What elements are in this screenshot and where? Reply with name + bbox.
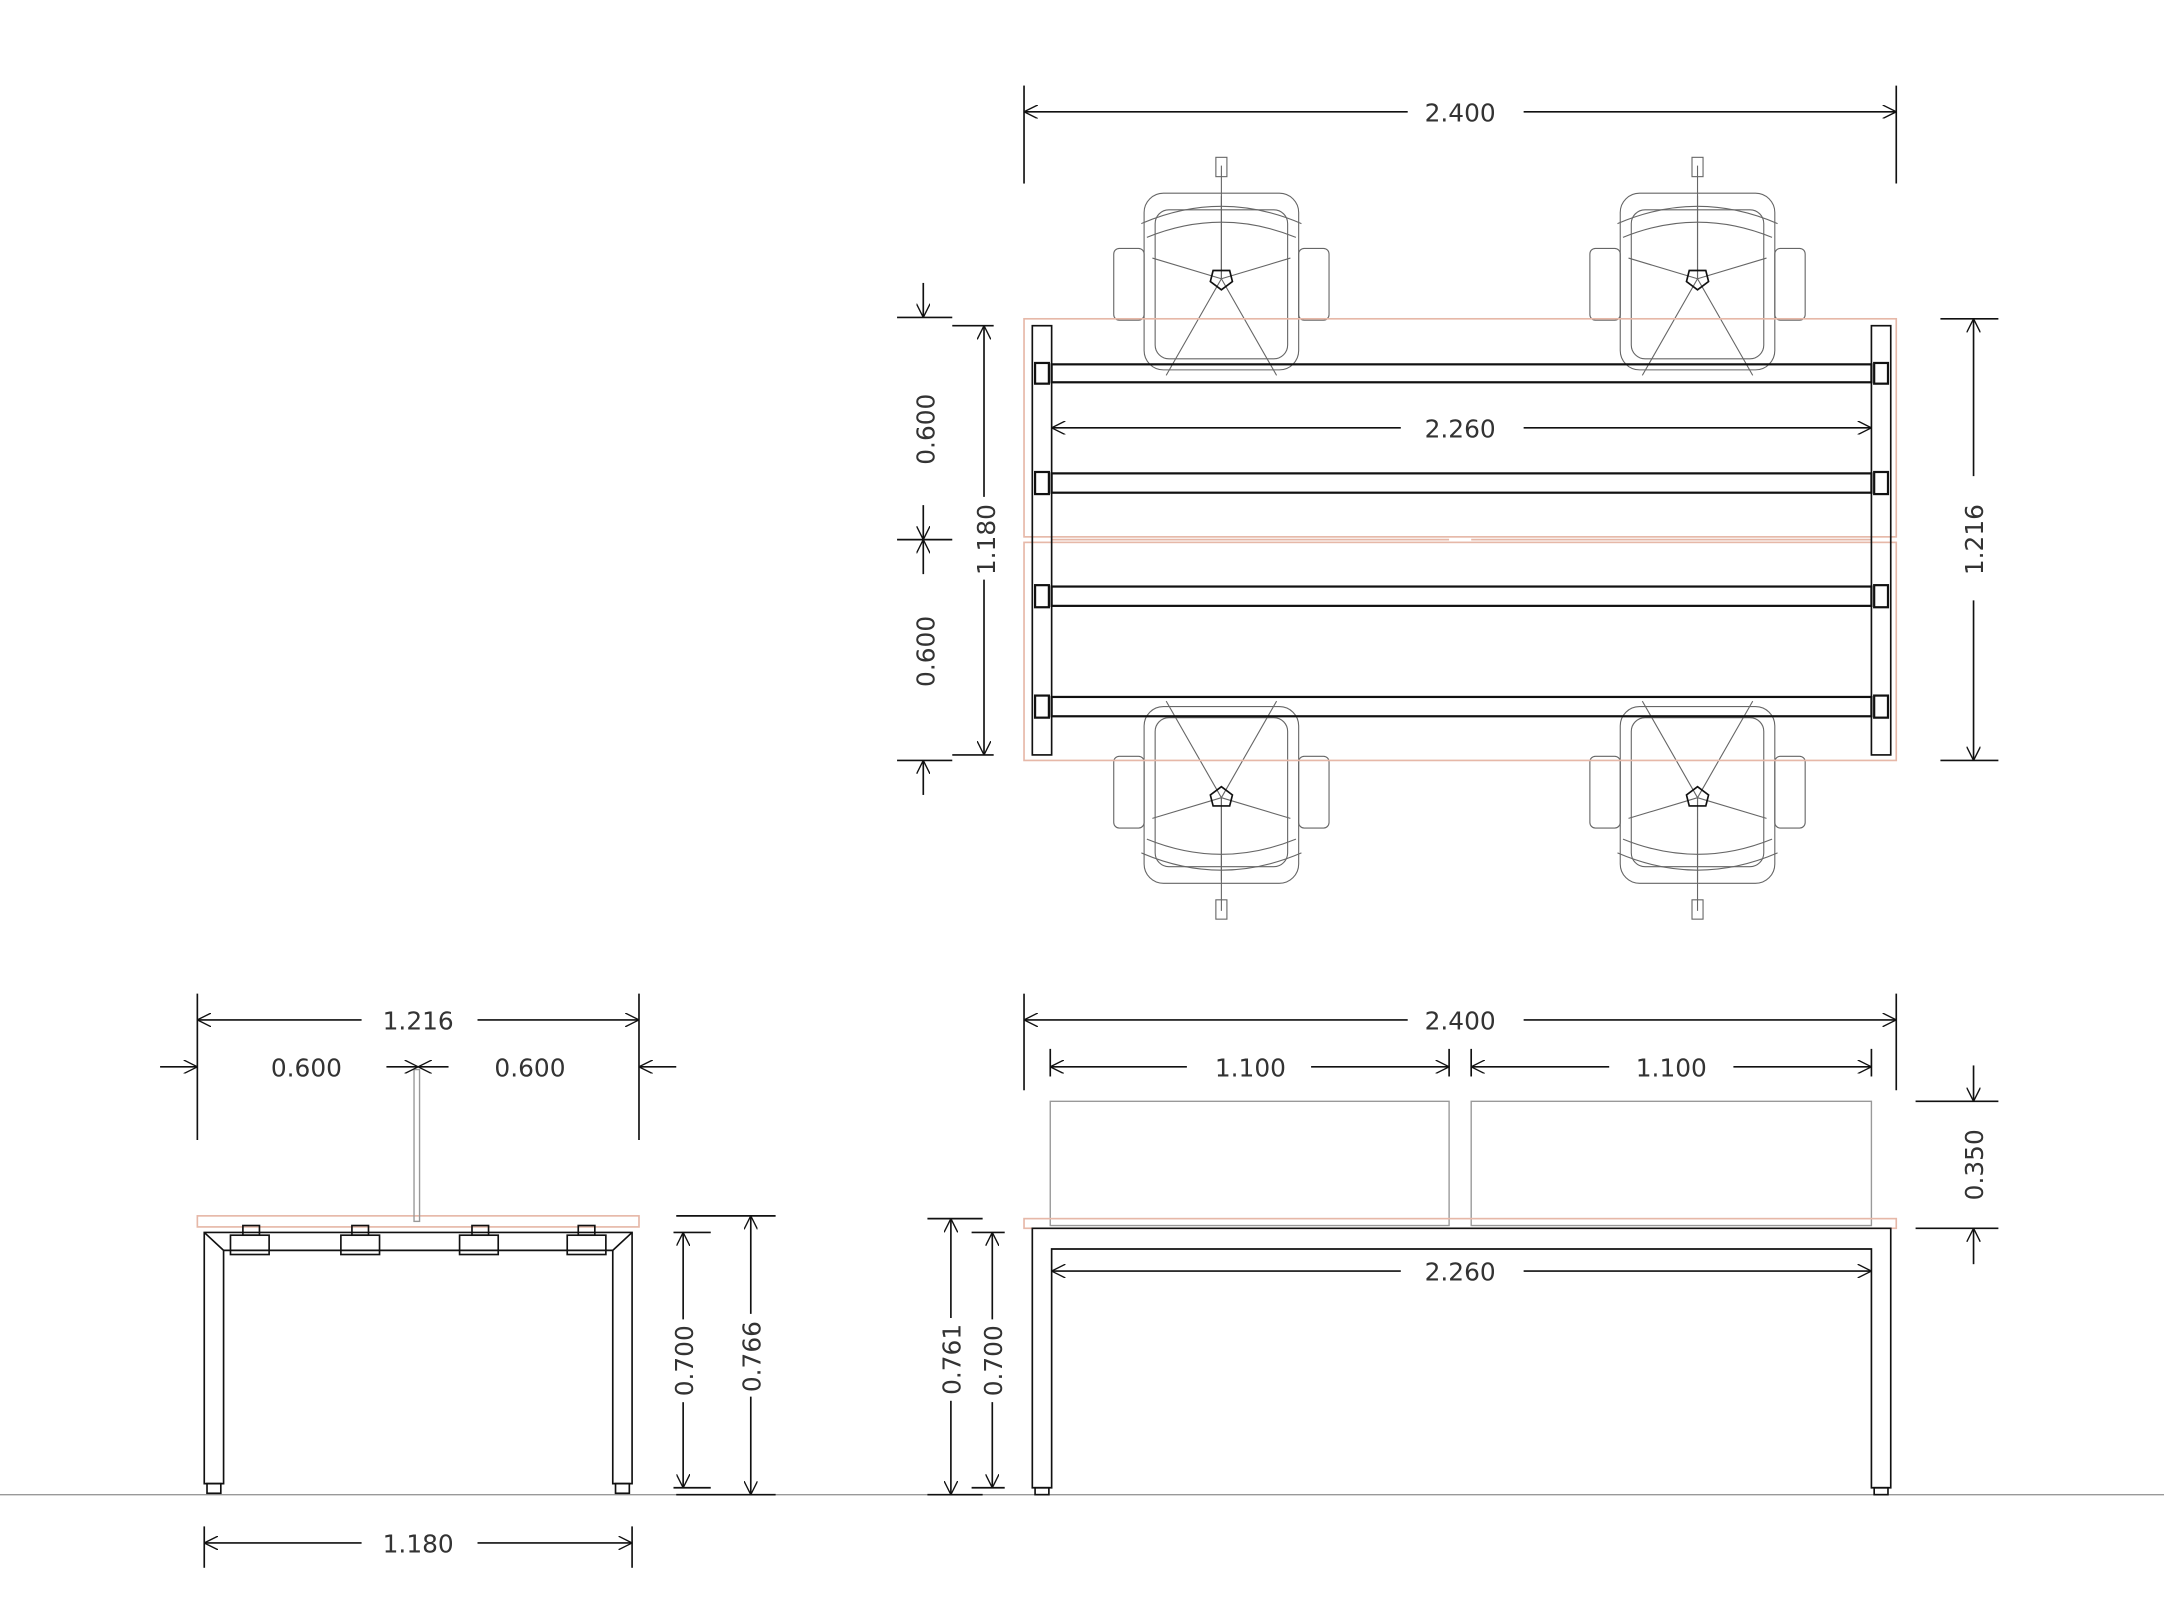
dim-label: 0.350: [1960, 1129, 1989, 1200]
leg-frame-left: [1031, 324, 1053, 756]
dim-label: 0.761: [938, 1324, 967, 1395]
dim-front-heights: 0.761 0.700: [927, 1217, 1008, 1496]
dim-front-screens: 1.100 1.100: [1049, 1048, 1873, 1082]
rails: [1033, 361, 1890, 719]
front-elevation: 2.400 1.100 1.100 0.350 2.260 0.761 0.70…: [927, 993, 1999, 1496]
dim-label: 0.700: [670, 1325, 699, 1396]
screen-left: [1049, 1100, 1450, 1227]
chair-top-left: [1112, 156, 1330, 377]
desktop-outline-bottom: [1023, 541, 1898, 762]
dim-label: 2.400: [1425, 1007, 1496, 1036]
dim-label: 1.216: [1960, 504, 1989, 575]
dim-label: 0.766: [737, 1321, 766, 1392]
desktop-front: [1023, 1217, 1898, 1230]
dim-label: 2.260: [1425, 414, 1496, 443]
chair-bottom-left: [1112, 700, 1330, 920]
screen-right: [1470, 1100, 1873, 1227]
dim-side-frame-depth: 1.180: [203, 1526, 633, 1568]
side-elevation: 1.216 0.600 0.600 0.700 0.766 1.180: [160, 993, 776, 1568]
dim-label: 0.600: [911, 616, 940, 687]
chair-top-right: [1589, 156, 1807, 377]
dim-front-screen-height: 0.350: [1915, 1065, 1999, 1265]
dim-side-split-depths: 0.600 0.600: [160, 1053, 677, 1082]
dim-label: 0.700: [979, 1325, 1008, 1396]
dim-label: 0.600: [494, 1053, 565, 1082]
dim-label: 2.400: [1425, 98, 1496, 127]
dim-label: 1.180: [972, 504, 1001, 575]
dim-label: 0.600: [271, 1053, 342, 1082]
screen-pole: [413, 1068, 421, 1223]
desktop-outline-top: [1023, 317, 1898, 538]
dim-side-heights: 0.700 0.766: [670, 1215, 776, 1496]
dim-label: 1.100: [1215, 1053, 1286, 1082]
dim-label: 2.260: [1425, 1258, 1496, 1287]
dim-front-overall-length: 2.400: [1023, 993, 1898, 1091]
dim-label: 1.180: [383, 1530, 454, 1559]
dim-plan-overall-length: 2.400: [1023, 85, 1898, 184]
dim-front-inner-length: 2.260: [1051, 1258, 1872, 1287]
dim-label: 1.100: [1636, 1053, 1707, 1082]
dim-plan-overall-depth: 1.216: [1940, 317, 1999, 762]
dim-label: 0.600: [911, 394, 940, 465]
dim-label: 1.216: [383, 1007, 454, 1036]
dim-plan-left-depths: 0.600 0.600 1.180: [897, 282, 1001, 795]
leg-frame-right: [1870, 324, 1892, 756]
dim-plan-inner-length: 2.260: [1051, 414, 1872, 443]
frame-side: [203, 1231, 633, 1485]
desktop-side: [196, 1215, 640, 1228]
plan-view: 2.400 2.260 0.600 0.600 1.180 1.216: [897, 85, 1999, 920]
chair-bottom-right: [1589, 700, 1807, 920]
